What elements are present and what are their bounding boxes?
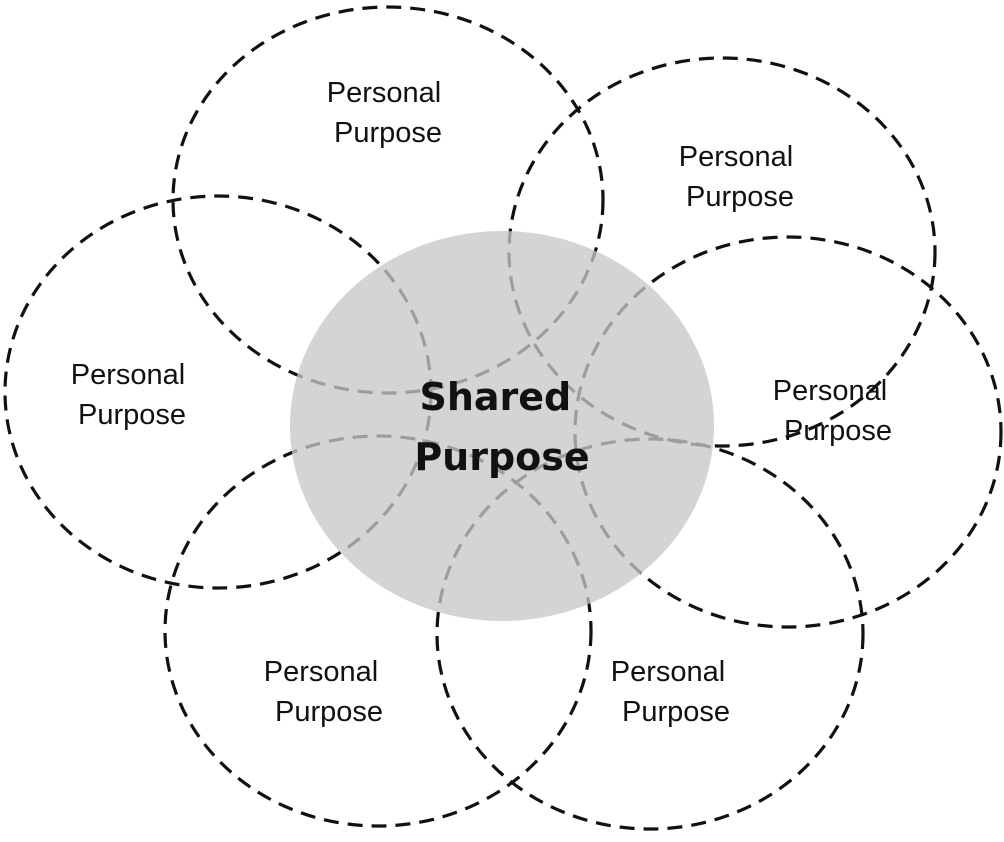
shared-label-line-2: Purpose bbox=[414, 435, 589, 479]
personal-purpose-label-right: Personal Purpose bbox=[773, 375, 896, 447]
personal-purpose-label-left: Personal Purpose bbox=[71, 359, 194, 431]
label-line-1: Personal bbox=[327, 77, 441, 109]
label-line-1: Personal bbox=[264, 656, 378, 688]
personal-purpose-label-top-left: Personal Purpose bbox=[327, 77, 450, 149]
shared-purpose-label: Shared Purpose bbox=[414, 375, 589, 479]
label-line-2: Purpose bbox=[622, 696, 730, 728]
label-line-1: Personal bbox=[773, 375, 887, 407]
label-line-1: Personal bbox=[71, 359, 185, 391]
label-line-2: Purpose bbox=[686, 181, 794, 213]
shared-purpose-overlay bbox=[290, 231, 714, 621]
personal-purpose-label-bottom-left: Personal Purpose bbox=[264, 656, 387, 728]
personal-purpose-circle-right bbox=[573, 235, 1003, 629]
label-line-1: Personal bbox=[679, 141, 793, 173]
label-line-2: Purpose bbox=[784, 415, 892, 447]
shared-label-line-1: Shared bbox=[419, 375, 571, 419]
personal-purpose-circle-top-right bbox=[507, 56, 937, 448]
personal-purpose-label-bottom-right: Personal Purpose bbox=[611, 656, 734, 728]
personal-labels-group: Personal Purpose Personal Purpose Person… bbox=[71, 77, 896, 728]
label-line-2: Purpose bbox=[275, 696, 383, 728]
personal-purpose-label-top-right: Personal Purpose bbox=[679, 141, 802, 213]
label-line-2: Purpose bbox=[334, 117, 442, 149]
label-line-1: Personal bbox=[611, 656, 725, 688]
label-line-2: Purpose bbox=[78, 399, 186, 431]
